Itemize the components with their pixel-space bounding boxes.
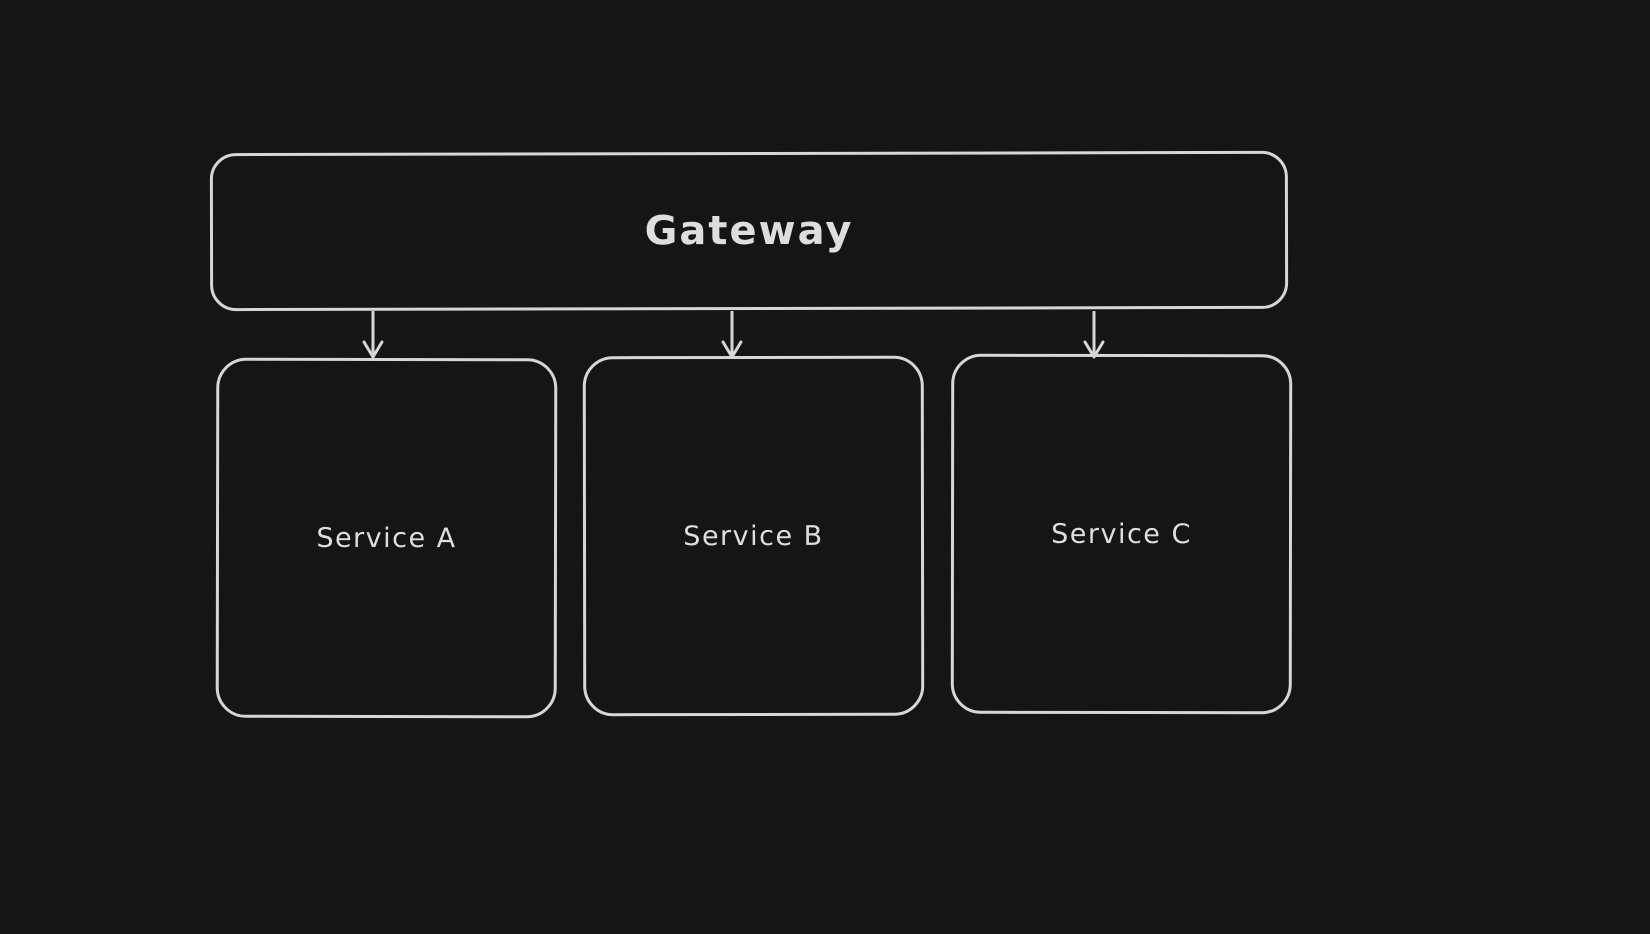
service-b-label: Service B xyxy=(683,520,824,552)
service-b-node[interactable]: Service B xyxy=(582,355,925,717)
gateway-node[interactable]: Gateway xyxy=(209,150,1289,312)
connector-gateway-to-service-c[interactable] xyxy=(1080,311,1108,361)
gateway-label: Gateway xyxy=(644,207,854,255)
service-c-label: Service C xyxy=(1051,518,1192,550)
arrow-down-icon xyxy=(362,311,384,359)
arrow-down-icon xyxy=(1083,311,1105,359)
connector-gateway-to-service-b[interactable] xyxy=(718,311,746,361)
arrow-down-icon xyxy=(721,311,743,359)
service-a-node[interactable]: Service A xyxy=(215,357,558,719)
service-c-node[interactable]: Service C xyxy=(950,353,1293,715)
connector-gateway-to-service-a[interactable] xyxy=(359,311,387,361)
service-a-label: Service A xyxy=(316,522,457,554)
